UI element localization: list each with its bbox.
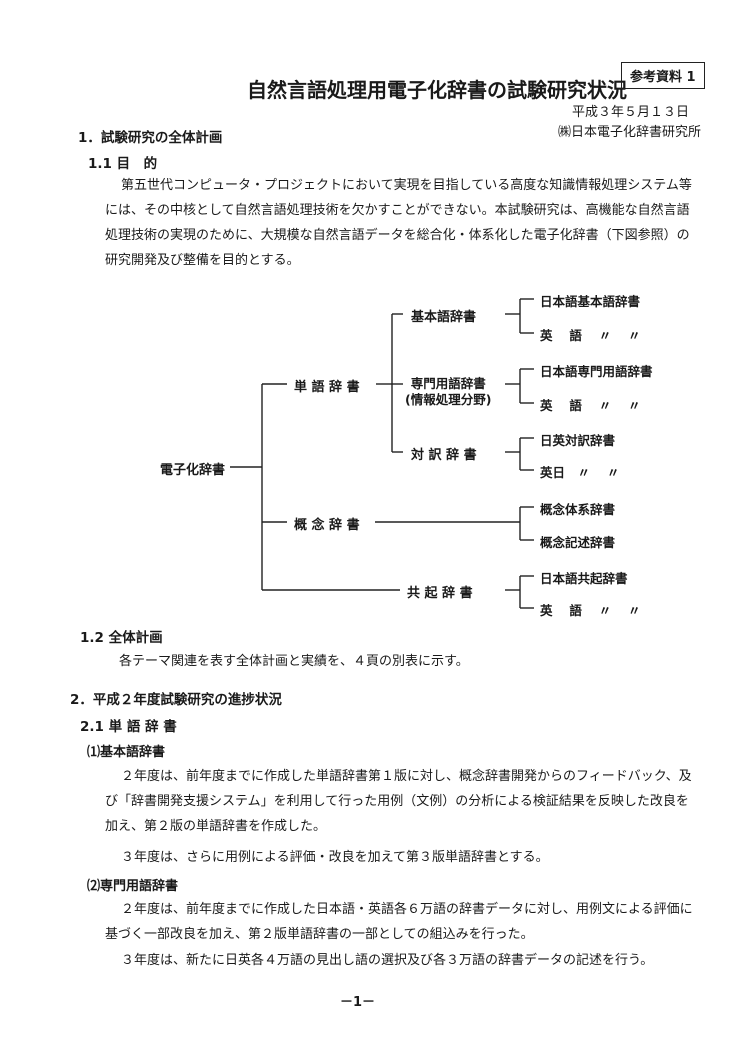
page-number: －1－: [340, 995, 376, 1010]
tree-node-concept-dictionary: 概 念 辞 書: [294, 518, 360, 533]
tree-leaf-concept-description: 概念記述辞書: [540, 535, 616, 550]
tree-leaf-en-basic: 英 語 〃 〃: [540, 328, 641, 343]
document-date: 平成３年５月１３日: [572, 105, 690, 120]
tree-node-word-dictionary: 単 語 辞 書: [294, 380, 360, 395]
special-dict-line2: (情報処理分野): [405, 392, 492, 407]
page-title: 自然言語処理用電子化辞書の試験研究状況: [247, 78, 627, 102]
section-2-1-heading: 2.1 単 語 辞 書: [80, 719, 177, 735]
tree-leaf-jp-cooccurrence: 日本語共起辞書: [540, 571, 628, 586]
basic-dictionary-paragraph-1: ２年度は、前年度までに作成した単語辞書第１版に対し、概念辞書開発からのフィードバ…: [105, 769, 692, 834]
tree-leaf-jp-special: 日本語専門用語辞書: [540, 364, 653, 379]
overall-plan-paragraph: 各テーマ関連を表す全体計画と実績を、４頁の別表に示す。: [119, 654, 469, 669]
section-1-heading: 1．試験研究の全体計画: [78, 130, 223, 146]
tree-leaf-jp-basic: 日本語基本語辞書: [540, 294, 641, 309]
special-dict-line1: 専門用語辞書: [410, 376, 486, 391]
special-dictionary-paragraph-1: ２年度は、前年度までに作成した日本語・英語各６万語の辞書データに対し、用例文によ…: [105, 902, 693, 942]
tree-leaf-en-special: 英 語 〃 〃: [540, 398, 641, 413]
section-1-2-heading: 1.2 全体計画: [80, 630, 163, 646]
section-2-heading: 2．平成２年度試験研究の進捗状況: [70, 692, 282, 708]
tree-leaf-en-cooccurrence: 英 語 〃 〃: [540, 603, 641, 618]
tree-leaf-concept-system: 概念体系辞書: [540, 502, 616, 517]
tree-node-bilingual-dictionary: 対 訳 辞 書: [411, 448, 477, 463]
item-2-heading: ⑵専門用語辞書: [87, 879, 179, 894]
item-1-heading: ⑴基本語辞書: [87, 745, 166, 760]
section-1-1-heading: 1.1 目 的: [88, 156, 158, 172]
reference-box: 参考資料 1: [621, 62, 705, 89]
basic-dictionary-paragraph-2: ３年度は、さらに用例による評価・改良を加えて第３版単語辞書とする。: [121, 850, 549, 865]
special-dictionary-paragraph-2: ３年度は、新たに日英各４万語の見出し語の選択及び各３万語の辞書データの記述を行う…: [121, 953, 654, 968]
purpose-paragraph: 第五世代コンピュータ・プロジェクトにおいて実現を目指している高度な知識情報処理シ…: [105, 178, 692, 268]
tree-node-basic-dictionary: 基本語辞書: [411, 310, 477, 325]
tree-root-electronic-dictionary: 電子化辞書: [160, 463, 226, 478]
tree-leaf-ej-bilingual: 英日 〃 〃: [540, 465, 620, 480]
tree-node-special-dictionary: 専門用語辞書 (情報処理分野): [405, 376, 491, 408]
tree-leaf-je-bilingual: 日英対訳辞書: [540, 433, 616, 448]
organization-name: ㈱日本電子化辞書研究所: [558, 125, 702, 140]
tree-node-cooccurrence-dictionary: 共 起 辞 書: [407, 586, 473, 601]
